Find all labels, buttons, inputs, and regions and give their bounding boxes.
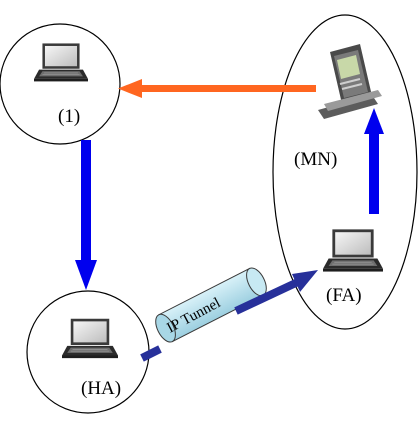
foreign-agent-label: (FA) xyxy=(326,285,362,306)
foreign-agent-laptop-icon xyxy=(323,228,383,273)
top-left-laptop-icon xyxy=(34,42,88,82)
node1-to-ha-arrow xyxy=(75,140,97,290)
mobile-node-pda-icon xyxy=(318,44,382,119)
ip-tunnel: IP Tunnel xyxy=(140,267,318,362)
fa-to-mn-arrow xyxy=(364,108,384,214)
ha-to-fa-tunnel-arrow xyxy=(140,270,318,362)
top-left-network-circle xyxy=(0,23,121,145)
mn-to-node1-arrow xyxy=(118,79,316,98)
home-agent-label: (HA) xyxy=(81,378,121,399)
home-agent-laptop-icon xyxy=(62,318,118,359)
node1-label: (1) xyxy=(58,106,80,127)
foreign-network-ellipse xyxy=(272,14,418,330)
mobile-node-label: (MN) xyxy=(294,149,337,170)
